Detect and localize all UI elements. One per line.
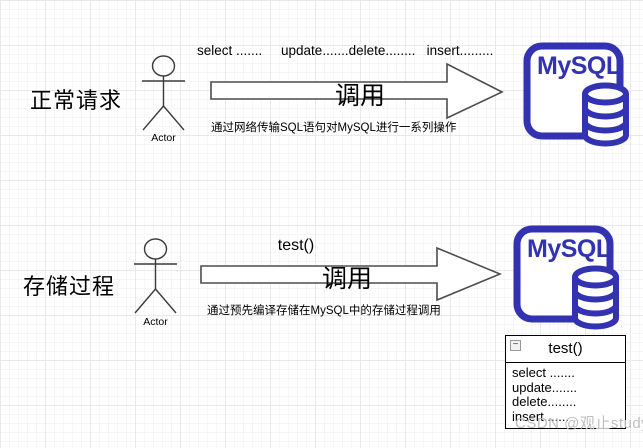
arrow-shape	[210, 63, 504, 120]
database-cylinder-icon	[572, 265, 619, 330]
actor-leg-left	[142, 105, 165, 131]
sql-operations-text: select ....... update.......delete......…	[197, 43, 494, 58]
row1-label: 正常请求	[30, 88, 123, 113]
collapse-icon[interactable]: −	[510, 340, 521, 351]
actor-leg-right	[154, 288, 177, 314]
mysql-logo: MySQL	[523, 42, 629, 147]
mysql-logo-text: MySQL	[527, 235, 611, 263]
procedure-box-header: − test()	[506, 336, 625, 363]
actor-leg-left	[134, 288, 157, 314]
row1-caption: 通过网络传输SQL语句对MySQL进行一系列操作	[211, 122, 457, 134]
actor-leg-right	[162, 105, 185, 131]
mysql-logo: MySQL	[513, 225, 619, 330]
actor-icon	[142, 55, 185, 131]
arrow-shape	[200, 247, 502, 302]
procedure-box-title: test()	[548, 340, 583, 357]
row2-caption: 通过预先编译存储在MySQL中的存储过程调用	[207, 305, 441, 317]
call-arrow-label: 调用	[321, 265, 372, 293]
list-item: select .......	[512, 365, 575, 380]
actor-label: Actor	[151, 132, 176, 144]
list-item: delete........	[512, 394, 577, 409]
actor-icon	[134, 238, 177, 314]
actor-head	[143, 238, 168, 260]
row2-label: 存储过程	[23, 274, 116, 299]
call-arrow-label: 调用	[334, 82, 385, 110]
actor-head	[151, 55, 176, 77]
procedure-statement-list: select ....... update....... delete.....…	[506, 363, 625, 424]
procedure-call-text: test()	[277, 237, 315, 254]
database-cylinder-icon	[582, 82, 629, 147]
procedure-definition-box: − test() select ....... update....... de…	[505, 335, 626, 429]
list-item: update.......	[512, 379, 578, 395]
actor-label: Actor	[143, 316, 168, 328]
call-arrow	[200, 247, 502, 302]
list-item: insert.......	[512, 408, 570, 424]
mysql-logo-text: MySQL	[537, 52, 621, 80]
call-arrow	[210, 63, 504, 120]
watermark: CSDN @观止study	[515, 415, 643, 432]
